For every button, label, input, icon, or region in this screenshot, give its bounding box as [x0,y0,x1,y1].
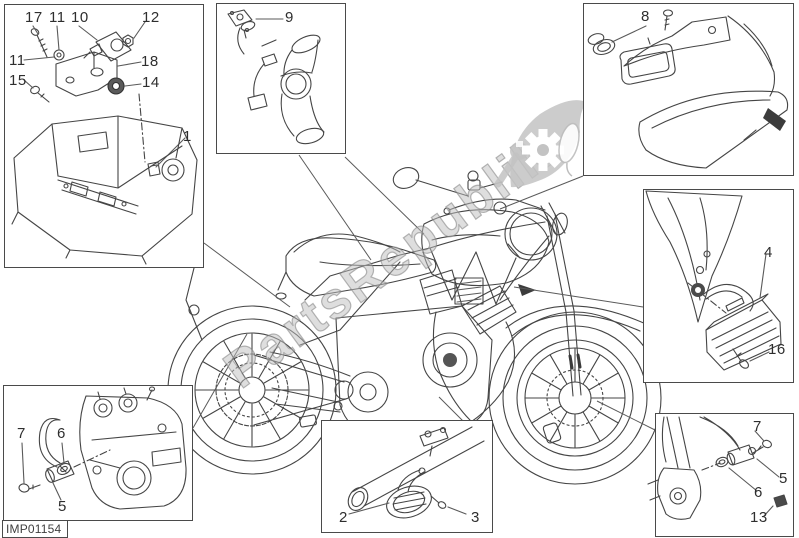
part-number-15: 15 [9,72,27,89]
part-number-6-front: 6 [754,484,763,501]
handlebar [392,167,568,237]
part-number-5-front: 5 [779,470,788,487]
part-number-9: 9 [285,9,294,26]
diagram-code: IMP01154 [6,522,62,536]
part-number-8: 8 [641,8,650,25]
seat-cowl [275,233,437,300]
diagram-code-box: IMP01154 [2,520,68,538]
fuel-tank [421,209,550,287]
part-number-2: 2 [339,509,348,526]
rear-wheel [167,305,337,475]
part-number-16: 16 [768,341,786,358]
callout-box-bottom-right [655,413,794,537]
part-number-13: 13 [750,509,768,526]
callout-box-top-right [583,3,794,176]
part-number-17: 17 [25,9,43,26]
front-fork [505,213,647,397]
part-number-6-rear: 6 [57,425,66,442]
part-number-7-front: 7 [753,418,762,435]
leader-lines [192,154,658,432]
callout-box-top-left [4,4,204,268]
callout-box-top-middle [216,3,346,154]
part-number-11-left: 11 [9,52,26,69]
oil-cooler [454,277,484,305]
frame [185,221,550,346]
part-number-12: 12 [142,9,160,26]
part-number-4: 4 [764,244,773,261]
headlight [504,207,558,261]
part-number-3: 3 [471,509,480,526]
part-number-5-rear: 5 [58,498,67,515]
part-number-1: 1 [183,128,192,145]
front-wheel [488,311,662,485]
callout-box-bottom-left [3,385,193,521]
part-number-7-rear: 7 [17,425,26,442]
part-number-10: 10 [71,9,89,26]
part-number-11-top: 11 [49,9,66,26]
part-number-18: 18 [141,53,159,70]
part-number-14: 14 [142,74,160,91]
